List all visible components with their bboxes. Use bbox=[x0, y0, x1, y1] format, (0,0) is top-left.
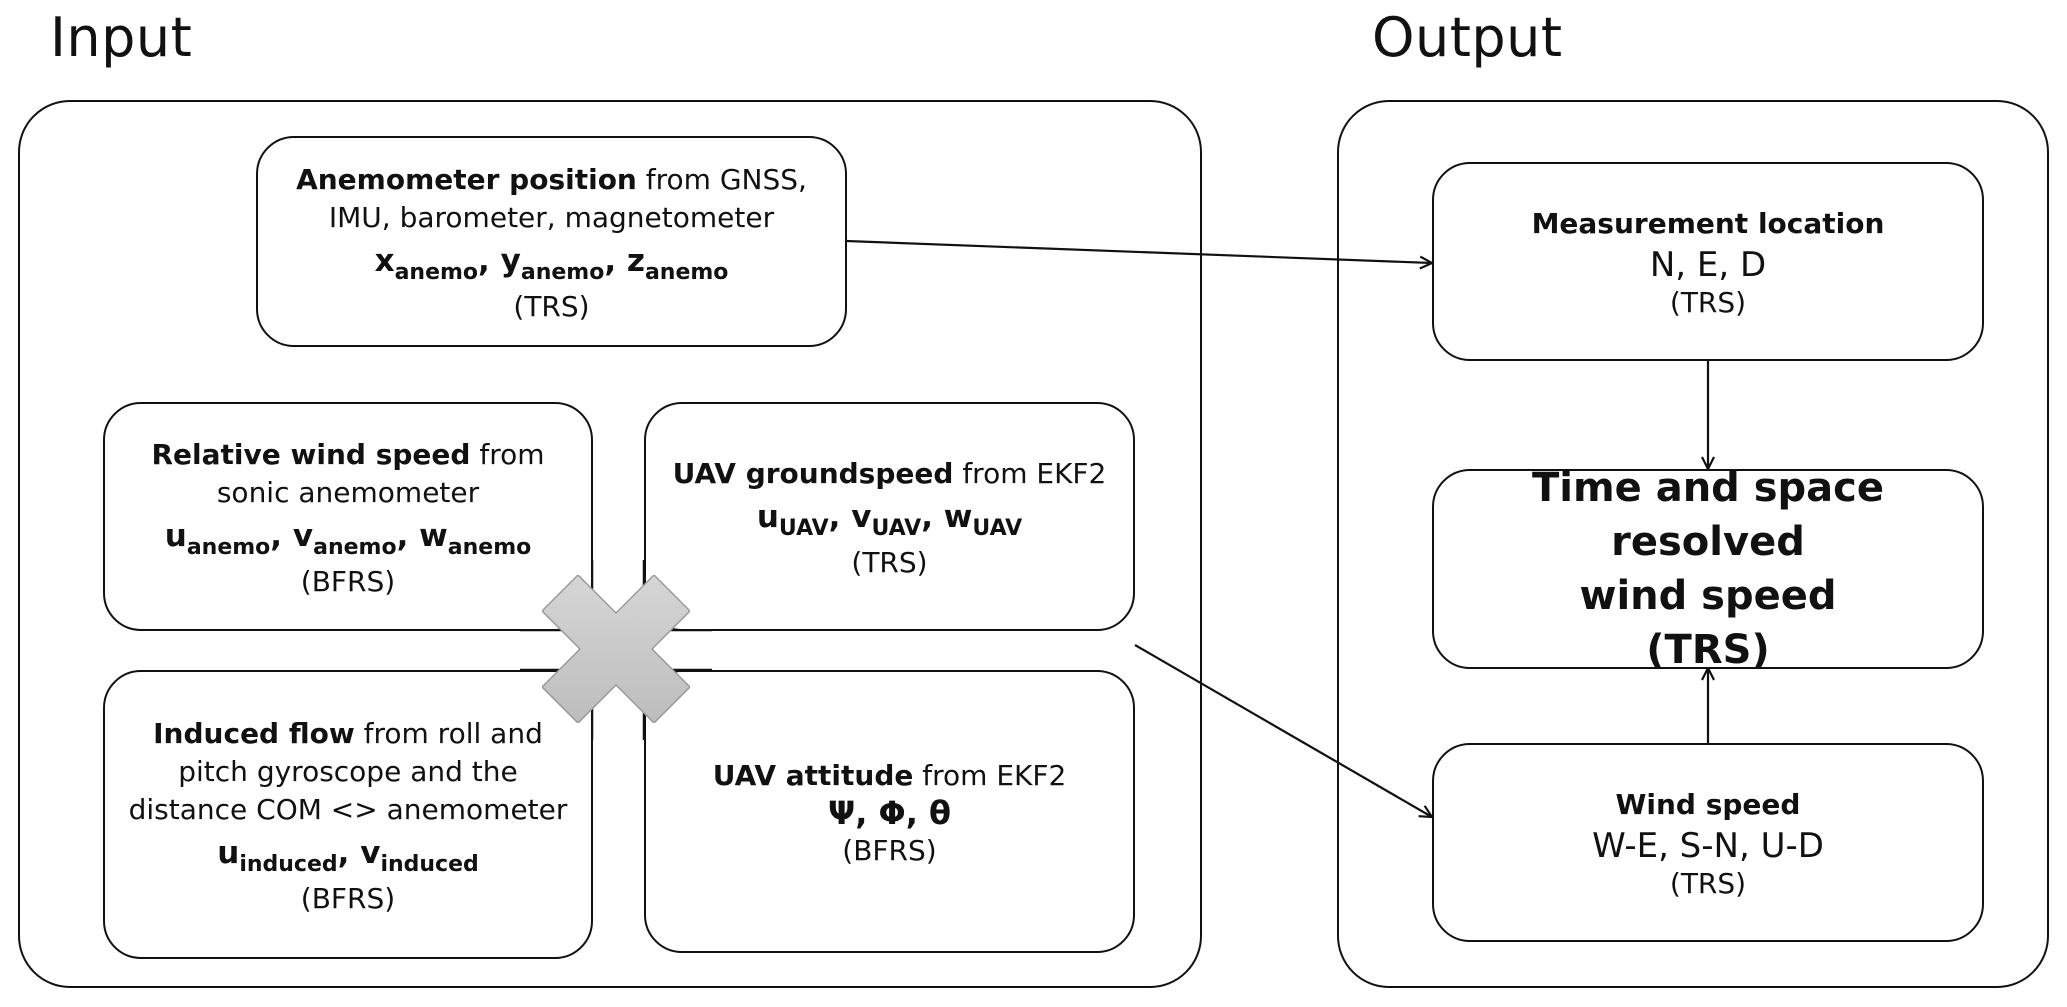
induced-flow-title: Induced flow bbox=[153, 716, 355, 750]
measurement-location-value: N, E, D bbox=[1649, 244, 1767, 285]
resolved-wind-speed-line2: wind speed bbox=[1579, 573, 1837, 619]
anemometer-position-title: Anemometer position bbox=[296, 162, 637, 196]
induced-flow-vars: uinduced, vinduced bbox=[217, 834, 479, 877]
measurement-location-frame: (TRS) bbox=[1669, 285, 1747, 319]
anemometer-position-box: Anemometer position from GNSS, IMU, baro… bbox=[256, 136, 847, 347]
relative-wind-speed-frame: (BFRS) bbox=[300, 564, 396, 598]
wind-speed-box: Wind speed W-E, S-N, U-D (TRS) bbox=[1432, 743, 1984, 942]
induced-flow-frame: (BFRS) bbox=[300, 881, 396, 915]
measurement-location-title: Measurement location bbox=[1531, 206, 1885, 240]
wind-speed-frame: (TRS) bbox=[1669, 866, 1747, 900]
anemometer-position-vars: xanemo, yanemo, zanemo bbox=[374, 242, 729, 285]
uav-groundspeed-vars: uUAV, vUAV, wUAV bbox=[756, 498, 1023, 541]
input-section-title: Input bbox=[50, 6, 193, 69]
relative-wind-speed-source: sonic anemometer bbox=[216, 475, 480, 509]
uav-groundspeed-title: UAV groundspeed bbox=[672, 456, 954, 490]
relative-wind-speed-vars: uanemo, vanemo, wanemo bbox=[164, 517, 532, 560]
uav-groundspeed-frame: (TRS) bbox=[851, 545, 928, 579]
uav-attitude-box: UAV attitude from EKF2 Ψ, Φ, θ (BFRS) bbox=[644, 670, 1135, 953]
uav-attitude-frame: (BFRS) bbox=[842, 833, 937, 867]
input-group bbox=[18, 100, 1202, 988]
uav-attitude-title: UAV attitude bbox=[712, 758, 914, 792]
cross-icon bbox=[542, 575, 690, 723]
resolved-wind-speed-frame: (TRS) bbox=[1646, 627, 1770, 673]
relative-wind-speed-box: Relative wind speed from sonic anemomete… bbox=[103, 402, 593, 631]
measurement-location-box: Measurement location N, E, D (TRS) bbox=[1432, 162, 1984, 361]
uav-attitude-vars: Ψ, Φ, θ bbox=[828, 793, 951, 832]
anemometer-position-frame: (TRS) bbox=[513, 289, 590, 323]
anemometer-position-source: from GNSS, bbox=[636, 162, 807, 196]
anemometer-position-sensors: IMU, barometer, magnetometer bbox=[328, 200, 775, 234]
uav-groundspeed-box: UAV groundspeed from EKF2 uUAV, vUAV, wU… bbox=[644, 402, 1135, 631]
resolved-wind-speed-box: Time and space resolved wind speed (TRS) bbox=[1432, 465, 1984, 673]
wind-speed-title: Wind speed bbox=[1615, 787, 1801, 821]
relative-wind-speed-title: Relative wind speed bbox=[151, 437, 471, 471]
induced-flow-box: Induced flow from roll and pitch gyrosco… bbox=[103, 670, 593, 959]
induced-flow-line2: pitch gyroscope and the bbox=[178, 754, 518, 788]
induced-flow-line3: distance COM <> anemometer bbox=[128, 792, 568, 826]
wind-speed-value: W-E, S-N, U-D bbox=[1592, 825, 1824, 866]
resolved-wind-speed-line1: Time and space resolved bbox=[1531, 465, 1885, 565]
output-group bbox=[1337, 100, 2049, 988]
output-section-title: Output bbox=[1372, 6, 1563, 69]
